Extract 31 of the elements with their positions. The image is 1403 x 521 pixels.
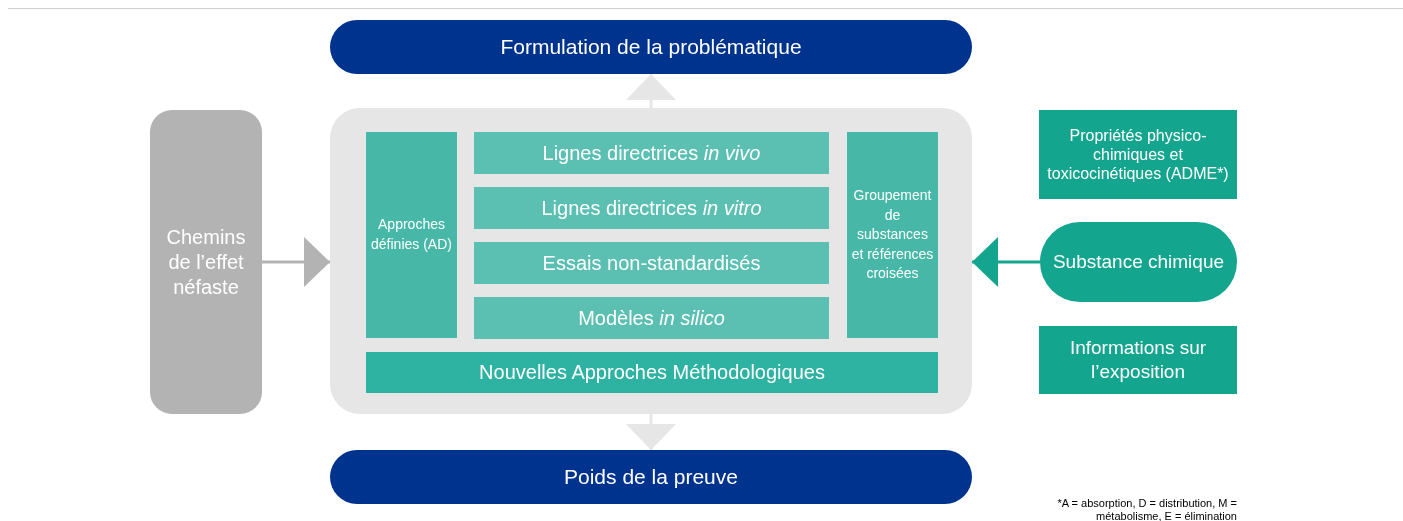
box-label: Formulation de la problématique [500,33,802,60]
method-box [474,242,829,284]
method-box [474,187,829,229]
info-box [1039,110,1237,199]
arrow [262,237,330,287]
box-label: Informations sur l’exposition [1068,336,1208,384]
box-label: Lignes directrices in vitro [541,195,762,221]
box-label: Lignes directrices in vivo [542,140,761,166]
group-panel [330,108,972,414]
box-label: Modèles in silico [578,305,725,331]
footnote: *A = absorption, D = distribution, M = métabolisme, E = élimination [1056,497,1237,521]
banner-box [366,352,938,393]
method-box [474,297,829,339]
box-label: Propriétés physico-chimiques et toxicocinétiques (ADME*) [1047,125,1229,184]
box-label: Substance chimique [1052,250,1225,274]
box-label: Essais non-standardisés [542,250,761,276]
side-panel [150,110,262,414]
arrow [626,414,676,450]
box-label: Chemins de l’effet néfaste [165,224,247,300]
box-label: Approches définies (AD) [370,215,453,254]
method-box [847,132,938,338]
method-box [366,132,457,338]
box-label: Nouvelles Approches Méthodologiques [479,360,825,385]
info-box [1039,326,1237,394]
arrow [972,237,1040,287]
header-pill [330,20,972,74]
box-label: Poids de la preuve [564,463,738,490]
box-label: Groupement de substances et références croisées [850,186,935,284]
method-box [474,132,829,174]
arrow [626,74,676,108]
header-pill [330,450,972,504]
